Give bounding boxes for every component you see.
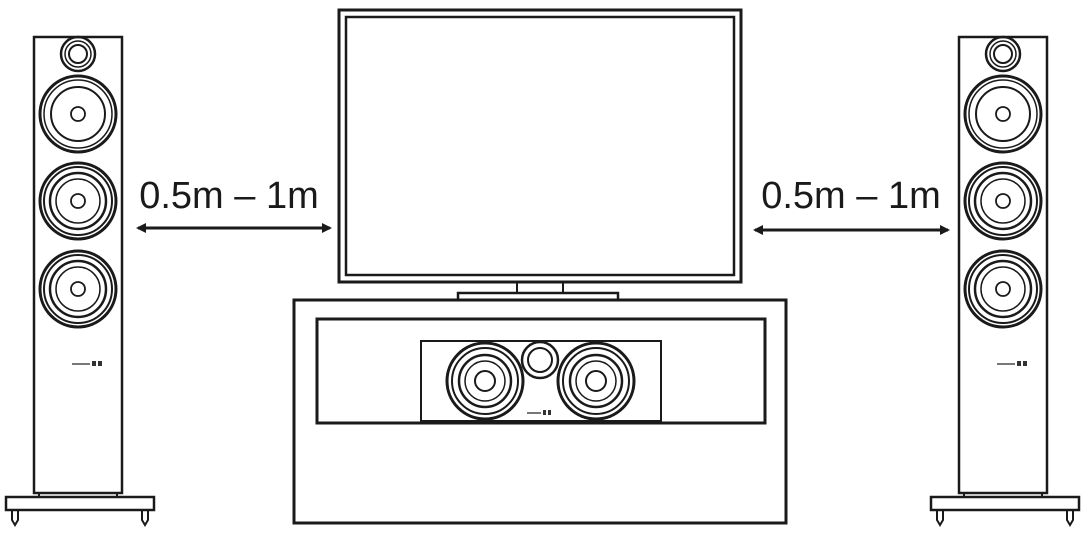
center-speaker bbox=[420, 340, 662, 422]
television bbox=[337, 8, 743, 302]
right-distance-label: 0.5m – 1m bbox=[761, 175, 941, 217]
left-speaker bbox=[4, 35, 156, 527]
tv-cabinet bbox=[292, 298, 788, 525]
right-speaker bbox=[929, 35, 1081, 527]
left-distance-label: 0.5m – 1m bbox=[139, 175, 319, 217]
